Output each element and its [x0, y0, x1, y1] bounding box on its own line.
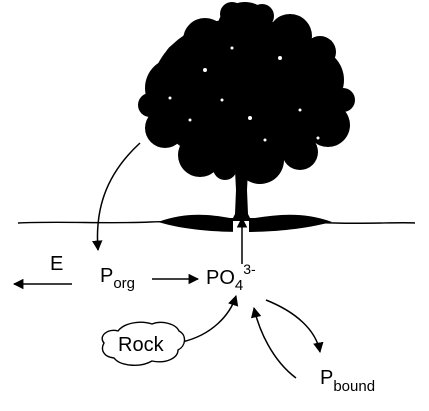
weathering-arrow	[182, 296, 236, 342]
organic-phosphorus-base: P	[100, 265, 113, 287]
phosphate-subscript: 4	[235, 277, 243, 294]
bound-phosphorus-label: Pbound	[320, 367, 375, 395]
litterfall-arrow	[97, 143, 140, 250]
organic-phosphorus-label: Porg	[100, 265, 135, 292]
phosphate-label: PO43-	[206, 261, 256, 294]
root-entry-gap	[233, 221, 249, 237]
desorption-arrow	[254, 308, 296, 378]
phosphate-superscript: 3-	[243, 261, 256, 277]
organic-phosphorus-subscript: org	[113, 275, 135, 292]
tree-illustration	[138, 2, 355, 232]
bound-phosphorus-subscript: bound	[333, 378, 375, 395]
export-label: E	[50, 253, 63, 275]
rock-label: Rock	[118, 334, 165, 356]
bound-phosphorus-base: P	[320, 367, 333, 389]
phosphate-base: PO	[206, 267, 235, 289]
sorption-arrow	[266, 300, 320, 352]
